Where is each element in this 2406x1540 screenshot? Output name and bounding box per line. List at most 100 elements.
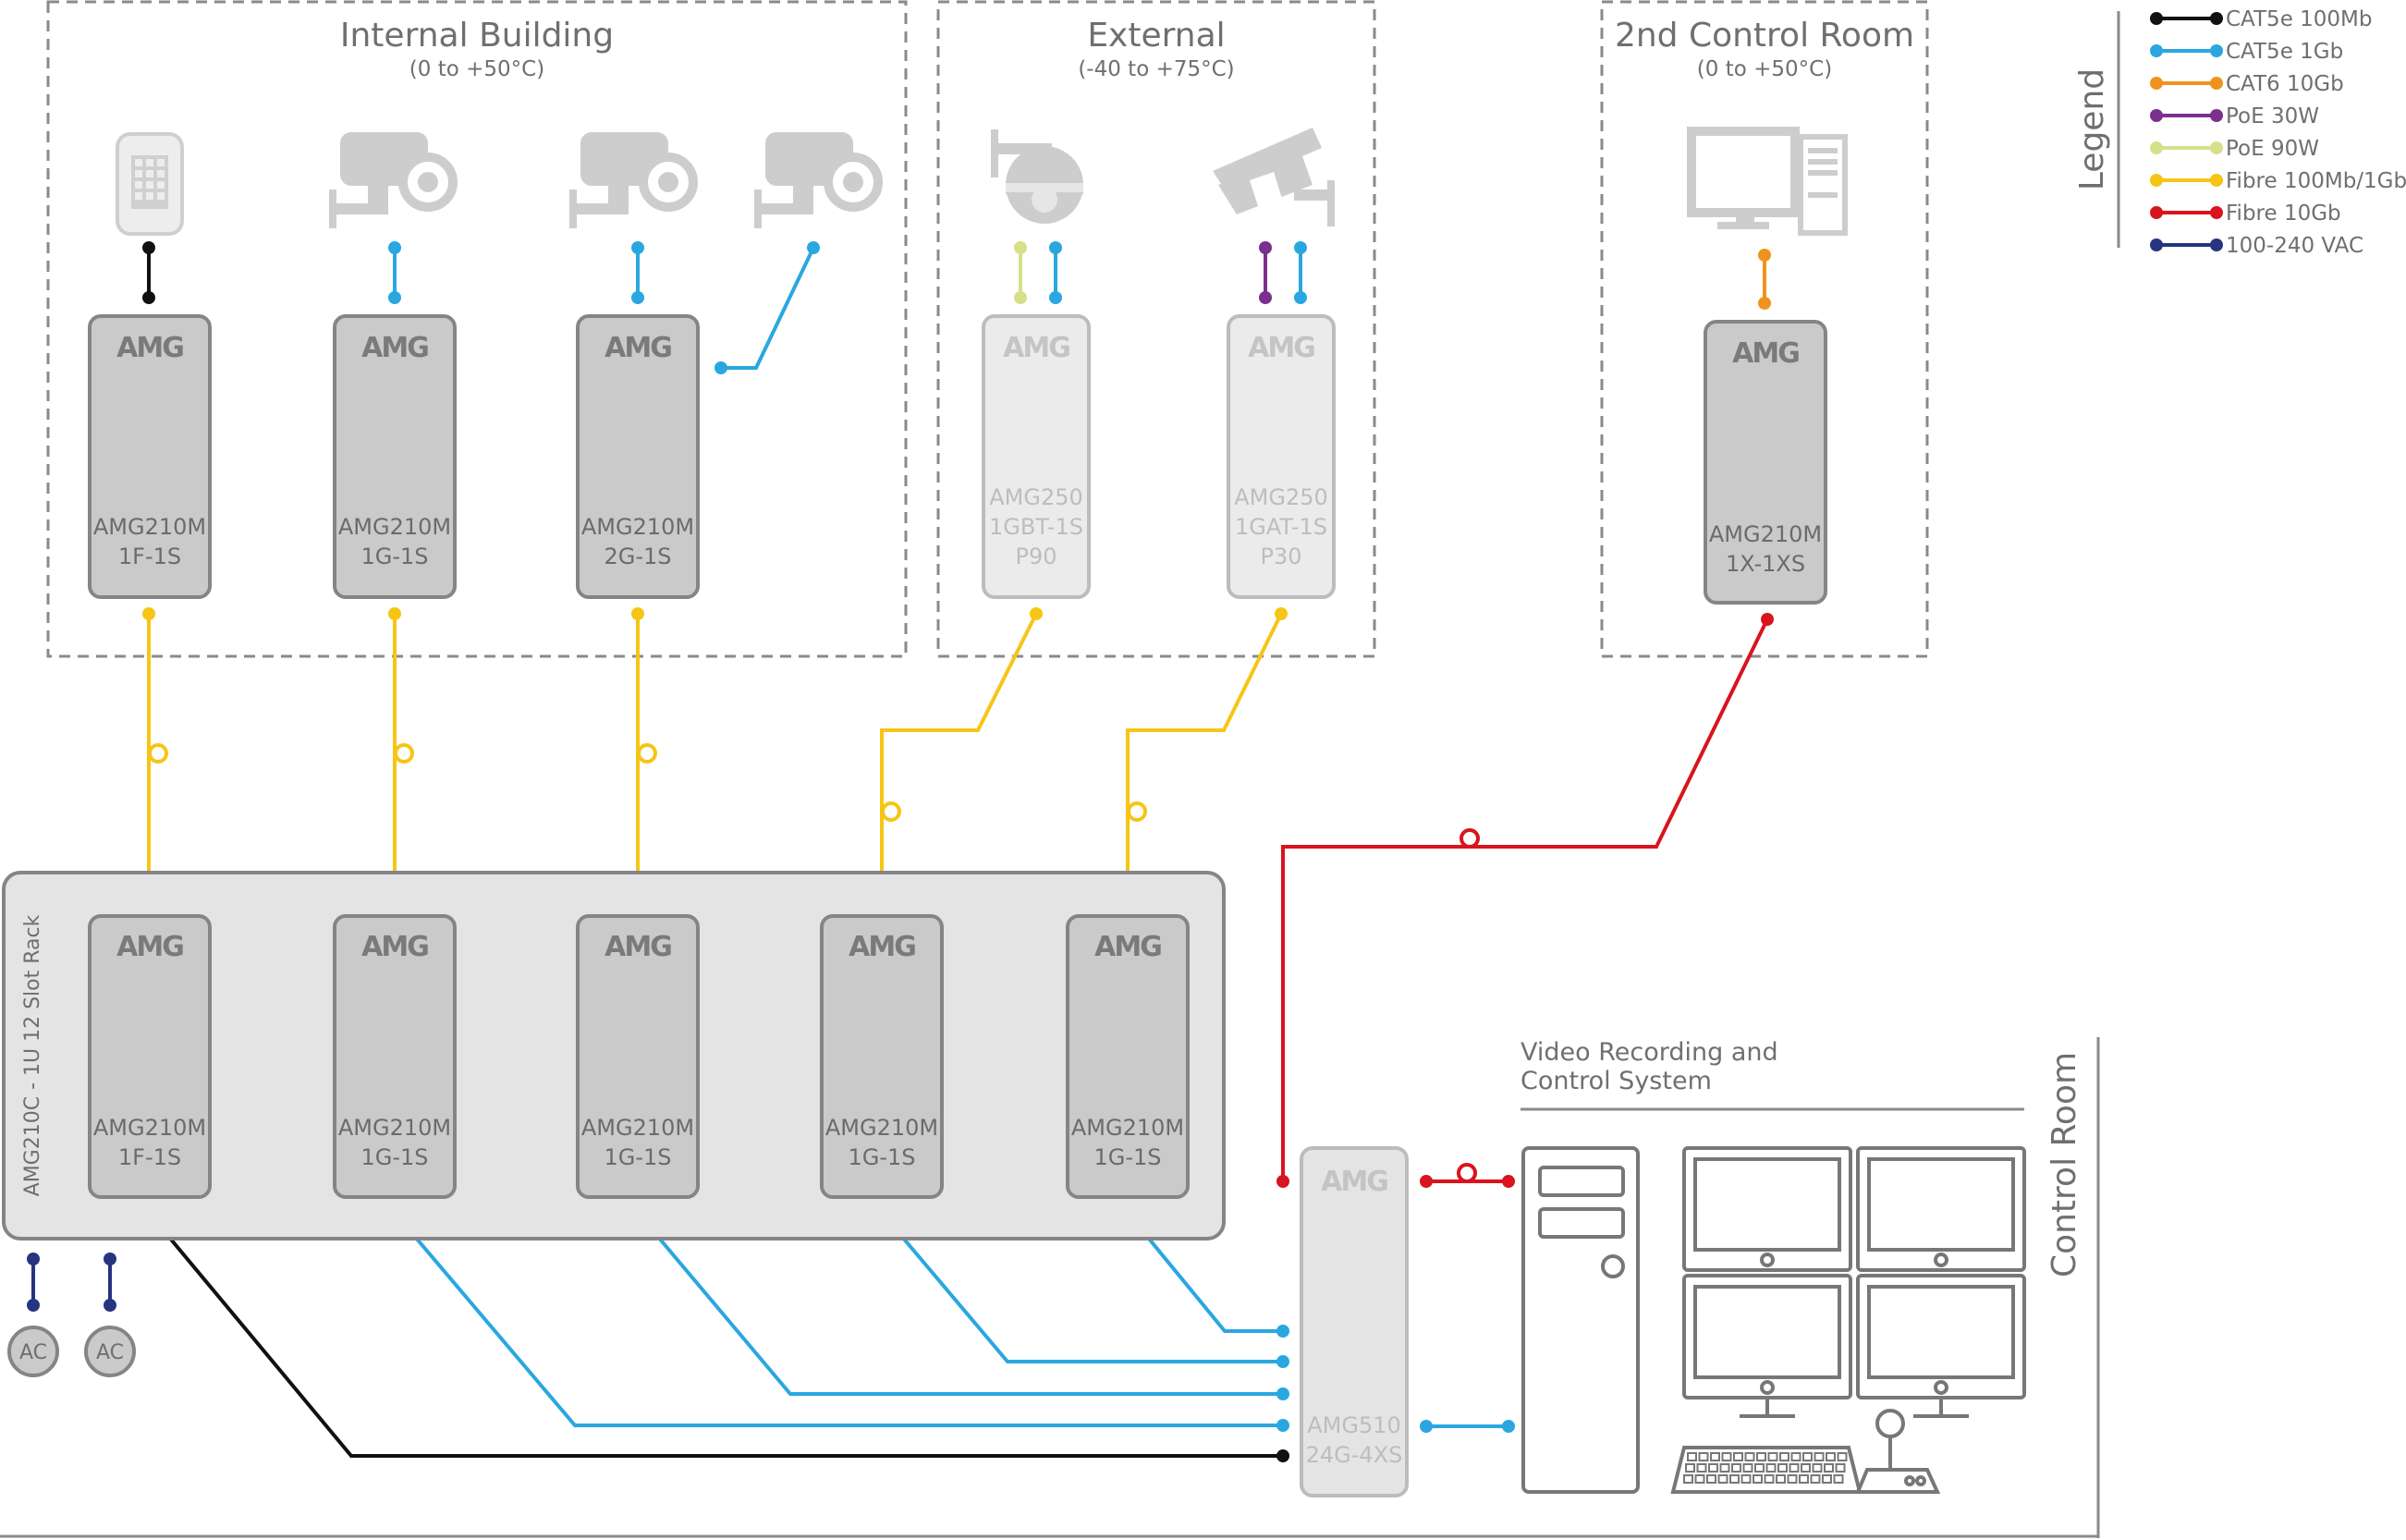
ac-label: AC (19, 1341, 47, 1364)
camera-icon (329, 132, 458, 228)
device-model: AMG210M (581, 514, 694, 540)
keypad-icon (116, 132, 184, 236)
media-converter-amg210m-1x-1xs: AMG AMG210M 1X-1XS (1704, 320, 1827, 605)
amg-logo: AMG (1003, 332, 1069, 364)
legend-label: 100-240 VAC (2226, 234, 2363, 258)
legend-label: CAT6 10Gb (2226, 72, 2344, 96)
rack-label: AMG210C - 1U 12 Slot Rack (21, 914, 44, 1196)
rack-module-1: AMG AMG210M 1F-1S (88, 914, 212, 1199)
zone-title-control2: 2nd Control Room (1615, 17, 1914, 55)
rack-module-5: AMG AMG210M 1G-1S (1066, 914, 1190, 1199)
media-converter-amg250-1gat-1s-p30: AMG AMG250 1GAT-1S P30 (1227, 314, 1336, 599)
media-converter-amg210m-2g-1s: AMG AMG210M 2G-1S (576, 314, 700, 599)
legend-dot (2210, 206, 2223, 219)
legend-label: Fibre 10Gb (2226, 202, 2341, 226)
zone-temp-control2: (0 to +50°C) (1697, 57, 1832, 81)
legend-item: Fibre 10Gb (2150, 202, 2341, 226)
media-converter-amg250-1gbt-1s-p90: AMG AMG250 1GBT-1S P90 (982, 314, 1091, 599)
legend-dot (2150, 109, 2163, 122)
keyboard-key (1767, 1452, 1778, 1461)
switch-amg510-24g-4xs: AMG AMG510 24G-4XS (1300, 1146, 1409, 1497)
legend-dot (2210, 141, 2223, 154)
keyboard-key (1733, 1452, 1743, 1461)
legend-item: CAT6 10Gb (2150, 72, 2344, 96)
keyboard-key (1824, 1463, 1834, 1473)
legend-dot (2210, 77, 2223, 90)
device-model: AMG210M (338, 1115, 451, 1141)
server-tower-icon (1521, 1146, 1640, 1494)
legend-dot (2210, 174, 2223, 187)
ptz-camera-icon (991, 129, 1083, 224)
cables (31, 247, 1769, 1458)
device-variant: 1G-1S (360, 544, 428, 569)
keyboard-key (1708, 1463, 1718, 1473)
keyboard-key (1710, 1452, 1720, 1461)
keyboard-key (1753, 1474, 1763, 1484)
device-model: AMG210M (581, 1115, 694, 1141)
keyboard-icon (1670, 1446, 1863, 1494)
rack-module-3: AMG AMG210M 1G-1S (576, 914, 700, 1199)
keyboard-key (1777, 1463, 1788, 1473)
zone-temp-external: (-40 to +75°C) (1078, 57, 1234, 81)
legend-item: Fibre 100Mb/1Gb (2150, 169, 2406, 193)
keyboard-key (1721, 1452, 1732, 1461)
amg-logo: AMG (605, 332, 671, 364)
legend-item: PoE 90W (2150, 137, 2319, 161)
camera-icon (754, 132, 883, 228)
legend-dot (2150, 174, 2163, 187)
device-variant: 1G-1S (360, 1144, 428, 1170)
keyboard-key (1764, 1474, 1775, 1484)
keyboard-key (1729, 1474, 1740, 1484)
keyboard-key (1719, 1463, 1730, 1473)
keyboard-key (1837, 1452, 1848, 1461)
device-variant: 1F-1S (118, 544, 181, 569)
device-variant: 1G-1S (604, 1144, 671, 1170)
cable-connectors (27, 241, 1774, 1462)
zone-temp-internal: (0 to +50°C) (409, 57, 544, 81)
keyboard-key (1731, 1463, 1741, 1473)
keyboard-key (1835, 1463, 1846, 1473)
legend-dot (2150, 44, 2163, 57)
zone-title-external: External (1087, 17, 1225, 55)
keyboard-key (1776, 1474, 1786, 1484)
amg-logo: AMG (116, 931, 183, 963)
keyboard-key (1789, 1463, 1800, 1473)
legend-title: Legend (2073, 68, 2111, 190)
keyboard-key (1717, 1474, 1728, 1484)
amg-logo: AMG (361, 931, 428, 963)
ac-power-1: AC (7, 1326, 59, 1377)
ac-power-2: AC (84, 1326, 136, 1377)
monitor-wall-icon (1682, 1146, 2026, 1418)
workstation-icon (1687, 127, 1848, 236)
device-variant: 1GBT-1S (989, 514, 1083, 540)
zone-external: External (-40 to +75°C) (936, 0, 1376, 658)
keyboard-key (1801, 1463, 1811, 1473)
legend-dot (2150, 77, 2163, 90)
keyboard-key (1706, 1474, 1716, 1484)
keyboard-key (1740, 1474, 1752, 1484)
ac-label: AC (96, 1341, 124, 1364)
keyboard-key (1685, 1463, 1695, 1473)
device-model: AMG210M (93, 514, 206, 540)
keyboard-key (1802, 1452, 1813, 1461)
device-variant: 2G-1S (604, 544, 671, 569)
legend-label: PoE 30W (2226, 104, 2319, 128)
device-model: AMG250 (1234, 484, 1328, 510)
keyboard-key (1812, 1463, 1823, 1473)
amg-logo: AMG (116, 332, 183, 364)
keyboard-key (1696, 1463, 1707, 1473)
device-variant: 1G-1S (848, 1144, 915, 1170)
legend-dot (2210, 109, 2223, 122)
device-model: AMG210M (825, 1115, 938, 1141)
zone-internal-building: Internal Building (0 to +50°C) (46, 0, 908, 658)
amg-logo: AMG (1321, 1166, 1387, 1198)
keyboard-key (1687, 1452, 1697, 1461)
legend-label: CAT5e 1Gb (2226, 40, 2343, 64)
amg-logo: AMG (361, 332, 428, 364)
amg-logo: AMG (605, 931, 671, 963)
legend-item: 100-240 VAC (2150, 234, 2363, 258)
legend-dot (2210, 238, 2223, 251)
keyboard-key (1822, 1474, 1832, 1484)
